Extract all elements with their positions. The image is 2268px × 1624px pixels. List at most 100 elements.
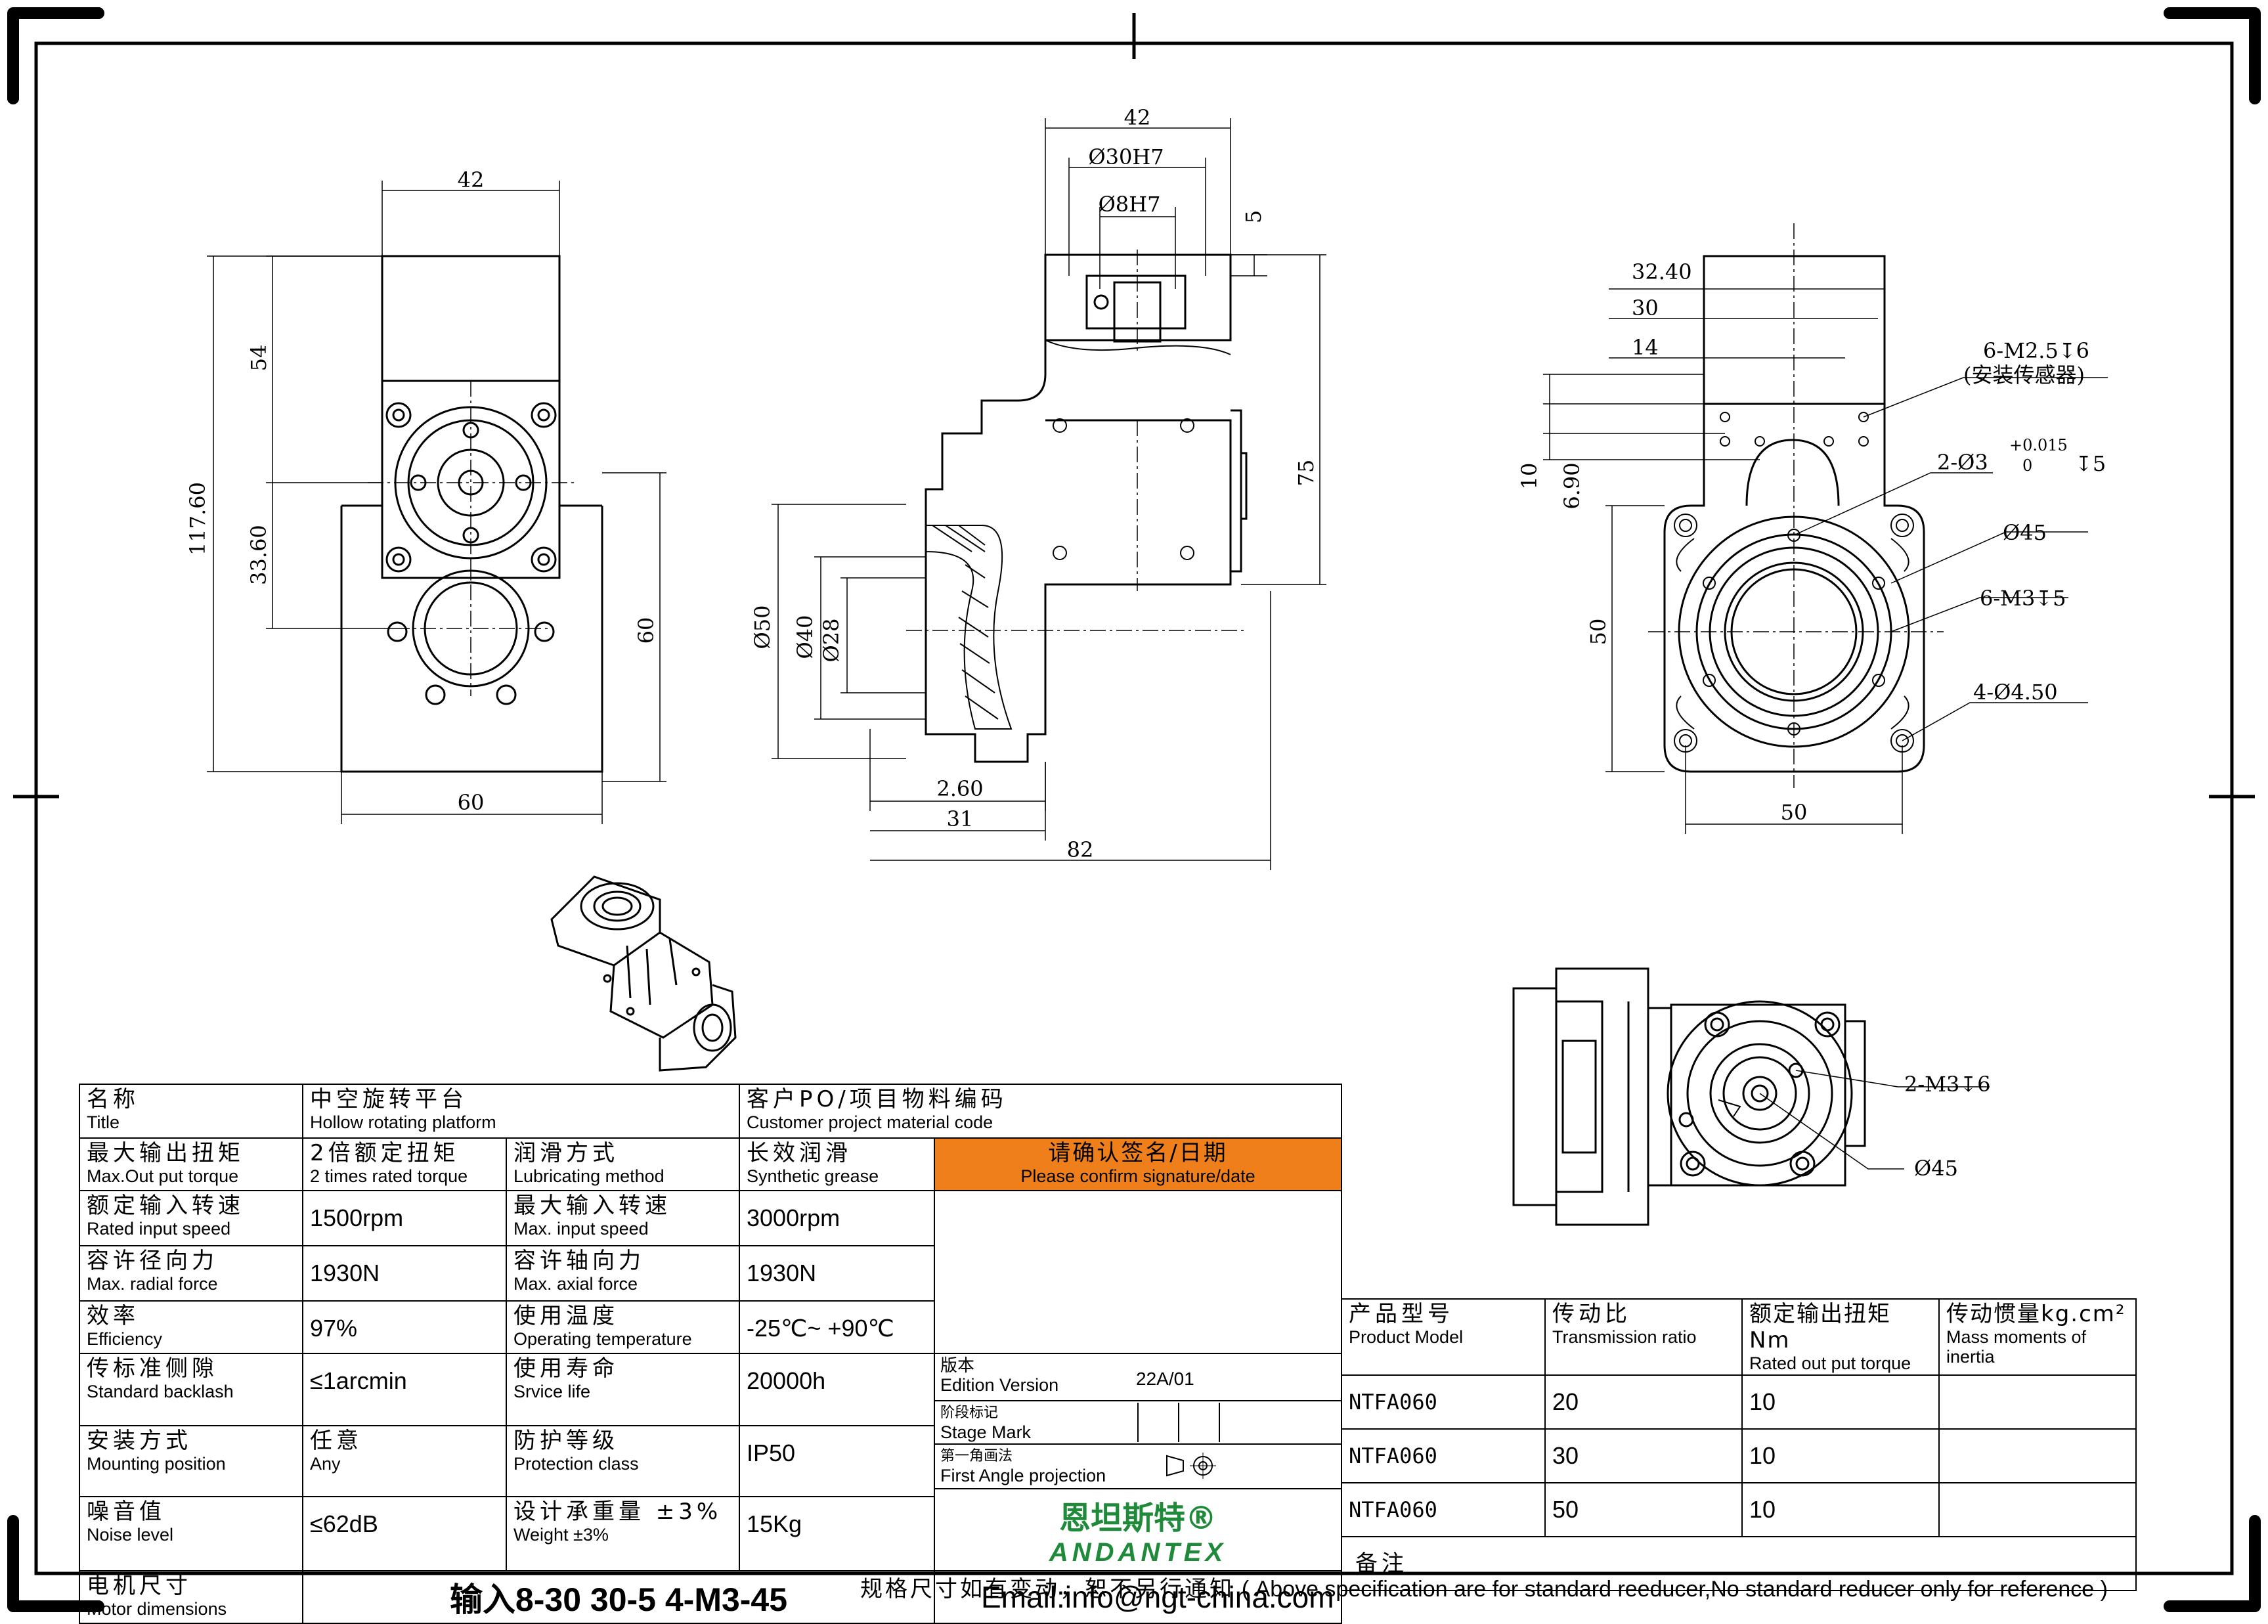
dim-height-117-60: 117.60 xyxy=(185,482,210,556)
efficiency-value: 97% xyxy=(302,1300,507,1354)
dim-dia-50: Ø50 xyxy=(750,605,775,649)
pin-depth: ↧5 xyxy=(2075,451,2106,476)
weight-value: 15Kg xyxy=(739,1495,935,1572)
motor-dimension-value: 输入8-30 30-5 4-M3-45 xyxy=(302,1570,935,1624)
torque-cell: 10 xyxy=(1741,1374,1940,1430)
model-cell: NTFA060 xyxy=(1341,1482,1546,1537)
inertia-cell xyxy=(1938,1374,2137,1430)
label-m3: 6-M3↧5 xyxy=(1980,586,2066,611)
brand-logo: 恩坦斯特® ANDANTEX xyxy=(936,1489,1340,1569)
dim-height-54: 54 xyxy=(246,345,271,372)
dim-6-90: 6.90 xyxy=(1559,462,1584,509)
rated-speed-value: 1500rpm xyxy=(302,1190,507,1246)
dim-height-50: 50 xyxy=(1586,619,1611,646)
torque-cell: 10 xyxy=(1741,1428,1940,1483)
logo-cn-text: 恩坦斯特® xyxy=(1059,1500,1217,1537)
dim-width-50: 50 xyxy=(1781,800,1808,825)
model-cell: NTFA060 xyxy=(1341,1374,1546,1430)
bottom-view-dims: 2-M3↧6 Ø45 xyxy=(1904,1072,1990,1181)
isometric-view xyxy=(550,875,737,1072)
first-angle-projection-icon xyxy=(1166,1453,1216,1479)
front-view xyxy=(207,181,666,824)
remark-cell: 备注 xyxy=(1341,1536,2137,1591)
dim-30: 30 xyxy=(1632,296,1659,320)
label-m2-5: 6-M2.5↧6 xyxy=(1983,338,2089,363)
footnote-en: ( Above specification are for standard r… xyxy=(1241,1577,2108,1602)
label-pin-holes: 2-Ø3 xyxy=(1937,450,1988,475)
dim-32-40: 32.40 xyxy=(1632,259,1692,284)
torque-cell: 10 xyxy=(1741,1482,1940,1537)
front-view-dims: 42 54 117.60 33.60 60 60 xyxy=(185,167,659,815)
table-row: NTFA060 20 10 xyxy=(1341,1374,2137,1430)
edition-value: 22A/01 xyxy=(1136,1369,1194,1389)
dim-height-5: 5 xyxy=(1241,210,1266,223)
footnote-cn: 规格尺寸如有变动，恕不另行通知 xyxy=(860,1576,1234,1602)
signature-area xyxy=(933,1190,1343,1353)
dim-82: 82 xyxy=(1067,837,1094,862)
dim-pcd-45-bottom: Ø45 xyxy=(1914,1156,1958,1181)
temperature-value: -25℃~ +90℃ xyxy=(739,1300,935,1354)
dim-dia-40: Ø40 xyxy=(793,615,818,659)
dim-width-60: 60 xyxy=(458,790,485,815)
table-row: NTFA060 50 10 xyxy=(1341,1482,2137,1537)
weight-label: 设计承重量 ±3%Weight ±3% xyxy=(506,1495,740,1572)
dim-31: 31 xyxy=(947,806,974,831)
inertia-cell xyxy=(1938,1428,2137,1483)
table-row: NTFA060 30 10 xyxy=(1341,1428,2137,1483)
label-sensor-mount: (安装传感器) xyxy=(1963,362,2085,387)
dim-height-60: 60 xyxy=(634,617,659,644)
max-speed-value: 3000rpm xyxy=(739,1190,935,1246)
life-value: 20000h xyxy=(739,1352,935,1427)
tolerance-lower: 0 xyxy=(2022,456,2032,475)
right-view xyxy=(1543,223,2108,834)
logo-en-text: ANDANTEX xyxy=(1049,1538,1227,1567)
side-view-dims: 42 Ø30H7 Ø8H7 5 75 Ø50 Ø40 Ø28 2.60 31 8… xyxy=(750,105,1319,862)
right-view-dims: 32.40 30 14 6-M2.5↧6 (安装传感器) 10 6.90 2-Ø… xyxy=(1517,259,2106,825)
ratio-cell: 30 xyxy=(1544,1428,1743,1483)
side-section-view xyxy=(772,118,1326,870)
dim-dia-28: Ø28 xyxy=(819,619,844,663)
noise-value: ≤62dB xyxy=(302,1495,507,1572)
dim-10: 10 xyxy=(1517,463,1542,490)
dim-bore-30h7: Ø30H7 xyxy=(1088,144,1164,169)
label-2-m3: 2-M3↧6 xyxy=(1904,1072,1990,1097)
model-cell: NTFA060 xyxy=(1341,1428,1546,1483)
dim-14: 14 xyxy=(1632,335,1659,360)
bottom-view xyxy=(1512,967,1990,1226)
inertia-cell xyxy=(1938,1482,2137,1537)
dim-pcd-45: Ø45 xyxy=(2003,520,2047,545)
footnote: 规格尺寸如有变动，恕不另行通知 ( Above specification ar… xyxy=(860,1571,2108,1603)
ratio-cell: 20 xyxy=(1544,1374,1743,1430)
dim-width-42-side: 42 xyxy=(1124,105,1151,130)
